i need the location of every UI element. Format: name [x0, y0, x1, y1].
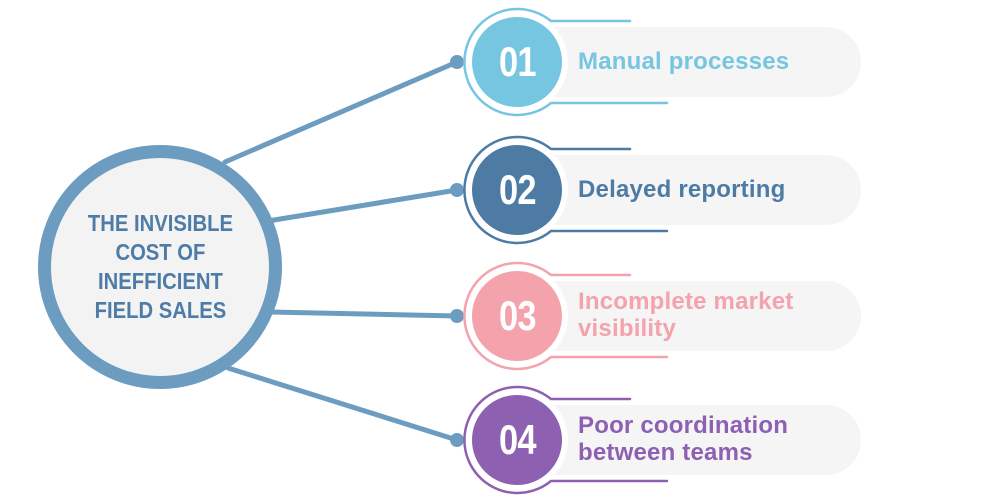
- connector-dot-3: [450, 309, 464, 323]
- item-number-circle-2: 02: [466, 139, 568, 241]
- connector-dot-1: [450, 55, 464, 69]
- connector-dot-4: [450, 433, 464, 447]
- central-title: THE INVISIBLE COST OF INEFFICIENT FIELD …: [87, 209, 232, 325]
- connector-line-2: [265, 187, 460, 224]
- central-topic-circle: THE INVISIBLE COST OF INEFFICIENT FIELD …: [38, 145, 282, 389]
- connector-line-1: [222, 59, 460, 165]
- item-label-3: Incomplete market visibility: [578, 288, 794, 342]
- item-number-4: 04: [498, 416, 536, 463]
- central-title-line-1: THE INVISIBLE: [87, 210, 233, 236]
- connector-line-3: [267, 309, 460, 319]
- connector-line-4: [225, 365, 460, 443]
- connector-dot-2: [450, 183, 464, 197]
- item-pill-1: Manual processes: [517, 27, 861, 97]
- item-number-2: 02: [498, 166, 536, 213]
- item-number-circle-1: 01: [466, 11, 568, 113]
- central-title-line-3: INEFFICIENT: [97, 268, 223, 294]
- item-number-1: 01: [498, 38, 536, 85]
- item-pill-3: Incomplete market visibility: [517, 281, 861, 351]
- item-label-4: Poor coordination between teams: [578, 412, 789, 466]
- item-number-3: 03: [498, 292, 536, 339]
- item-number-circle-3: 03: [466, 265, 568, 367]
- item-number-circle-4: 04: [466, 389, 568, 491]
- item-pill-4: Poor coordination between teams: [517, 405, 861, 475]
- central-title-line-4: FIELD SALES: [94, 297, 226, 323]
- item-pill-2: Delayed reporting: [517, 155, 861, 225]
- central-title-line-2: COST OF: [115, 239, 205, 265]
